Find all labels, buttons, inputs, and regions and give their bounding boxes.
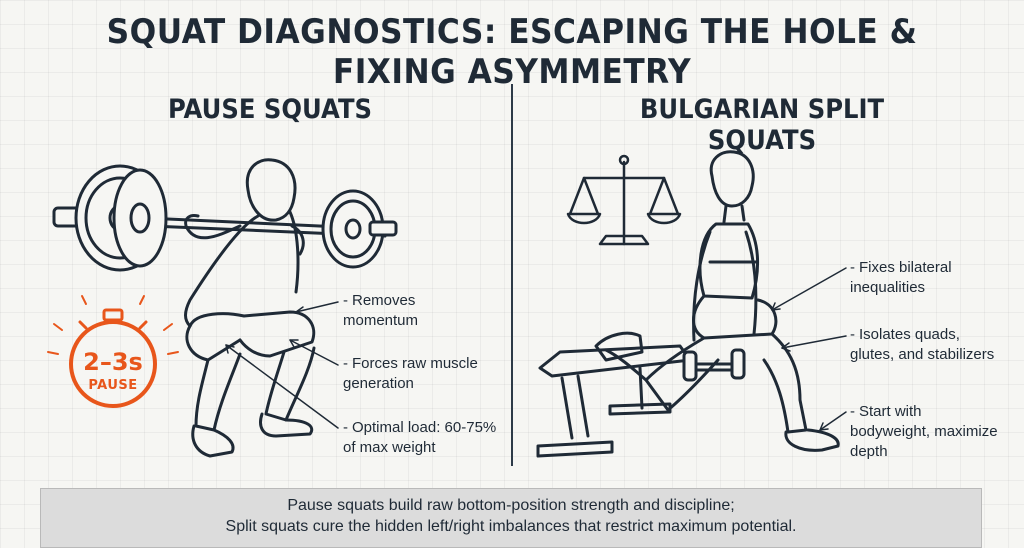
callout-dash: -	[850, 259, 855, 276]
callout-dash: -	[343, 355, 348, 372]
callout-text: Fixes bilateral inequalities	[850, 259, 952, 296]
callout-text: Removes momentum	[343, 292, 419, 329]
pause-callout-arrows	[225, 301, 339, 429]
callout-text: Optimal load: 60-75% of max weight	[343, 419, 497, 456]
stopwatch-icon	[47, 295, 179, 408]
balance-scale-icon	[566, 154, 682, 246]
callout-dash: -	[343, 419, 348, 436]
squatter-figure	[184, 158, 316, 458]
pause-squats-title: PAUSE SQUATS	[167, 94, 373, 125]
split-callout-arrows	[771, 267, 847, 431]
split-squatter-figure	[594, 150, 840, 452]
summary-line-1: Pause squats build raw bottom-position s…	[287, 497, 735, 514]
callout-bilateral: -Fixes bilateral inequalities	[850, 258, 1000, 298]
timer-duration: 2–3s	[83, 348, 143, 376]
summary-line-2: Split squats cure the hidden left/right …	[225, 518, 797, 535]
callout-dash: -	[343, 292, 348, 309]
callout-dash: -	[850, 326, 855, 343]
callout-bodyweight: -Start with bodyweight, maximize depth	[850, 402, 1000, 462]
callout-text: Start with bodyweight, maximize depth	[850, 403, 998, 460]
callout-optimal-load: -Optimal load: 60-75% of max weight	[343, 418, 503, 458]
callout-isolates: -Isolates quads, glutes, and stabilizers	[850, 325, 1000, 365]
page-title: SQUAT DIAGNOSTICS: ESCAPING THE HOLE & F…	[106, 12, 918, 92]
timer-label: PAUSE	[88, 378, 138, 393]
callout-raw-muscle: -Forces raw muscle generation	[343, 354, 493, 394]
callout-removes-momentum: -Removes momentum	[343, 291, 483, 331]
summary-box: Pause squats build raw bottom-position s…	[40, 488, 982, 548]
dumbbell-icon	[682, 348, 746, 382]
callout-dash: -	[850, 403, 855, 420]
callout-text: Forces raw muscle generation	[343, 355, 478, 392]
callout-text: Isolates quads, glutes, and stabilizers	[850, 326, 995, 363]
panel-divider	[511, 84, 513, 466]
barbell-icon	[52, 164, 398, 272]
